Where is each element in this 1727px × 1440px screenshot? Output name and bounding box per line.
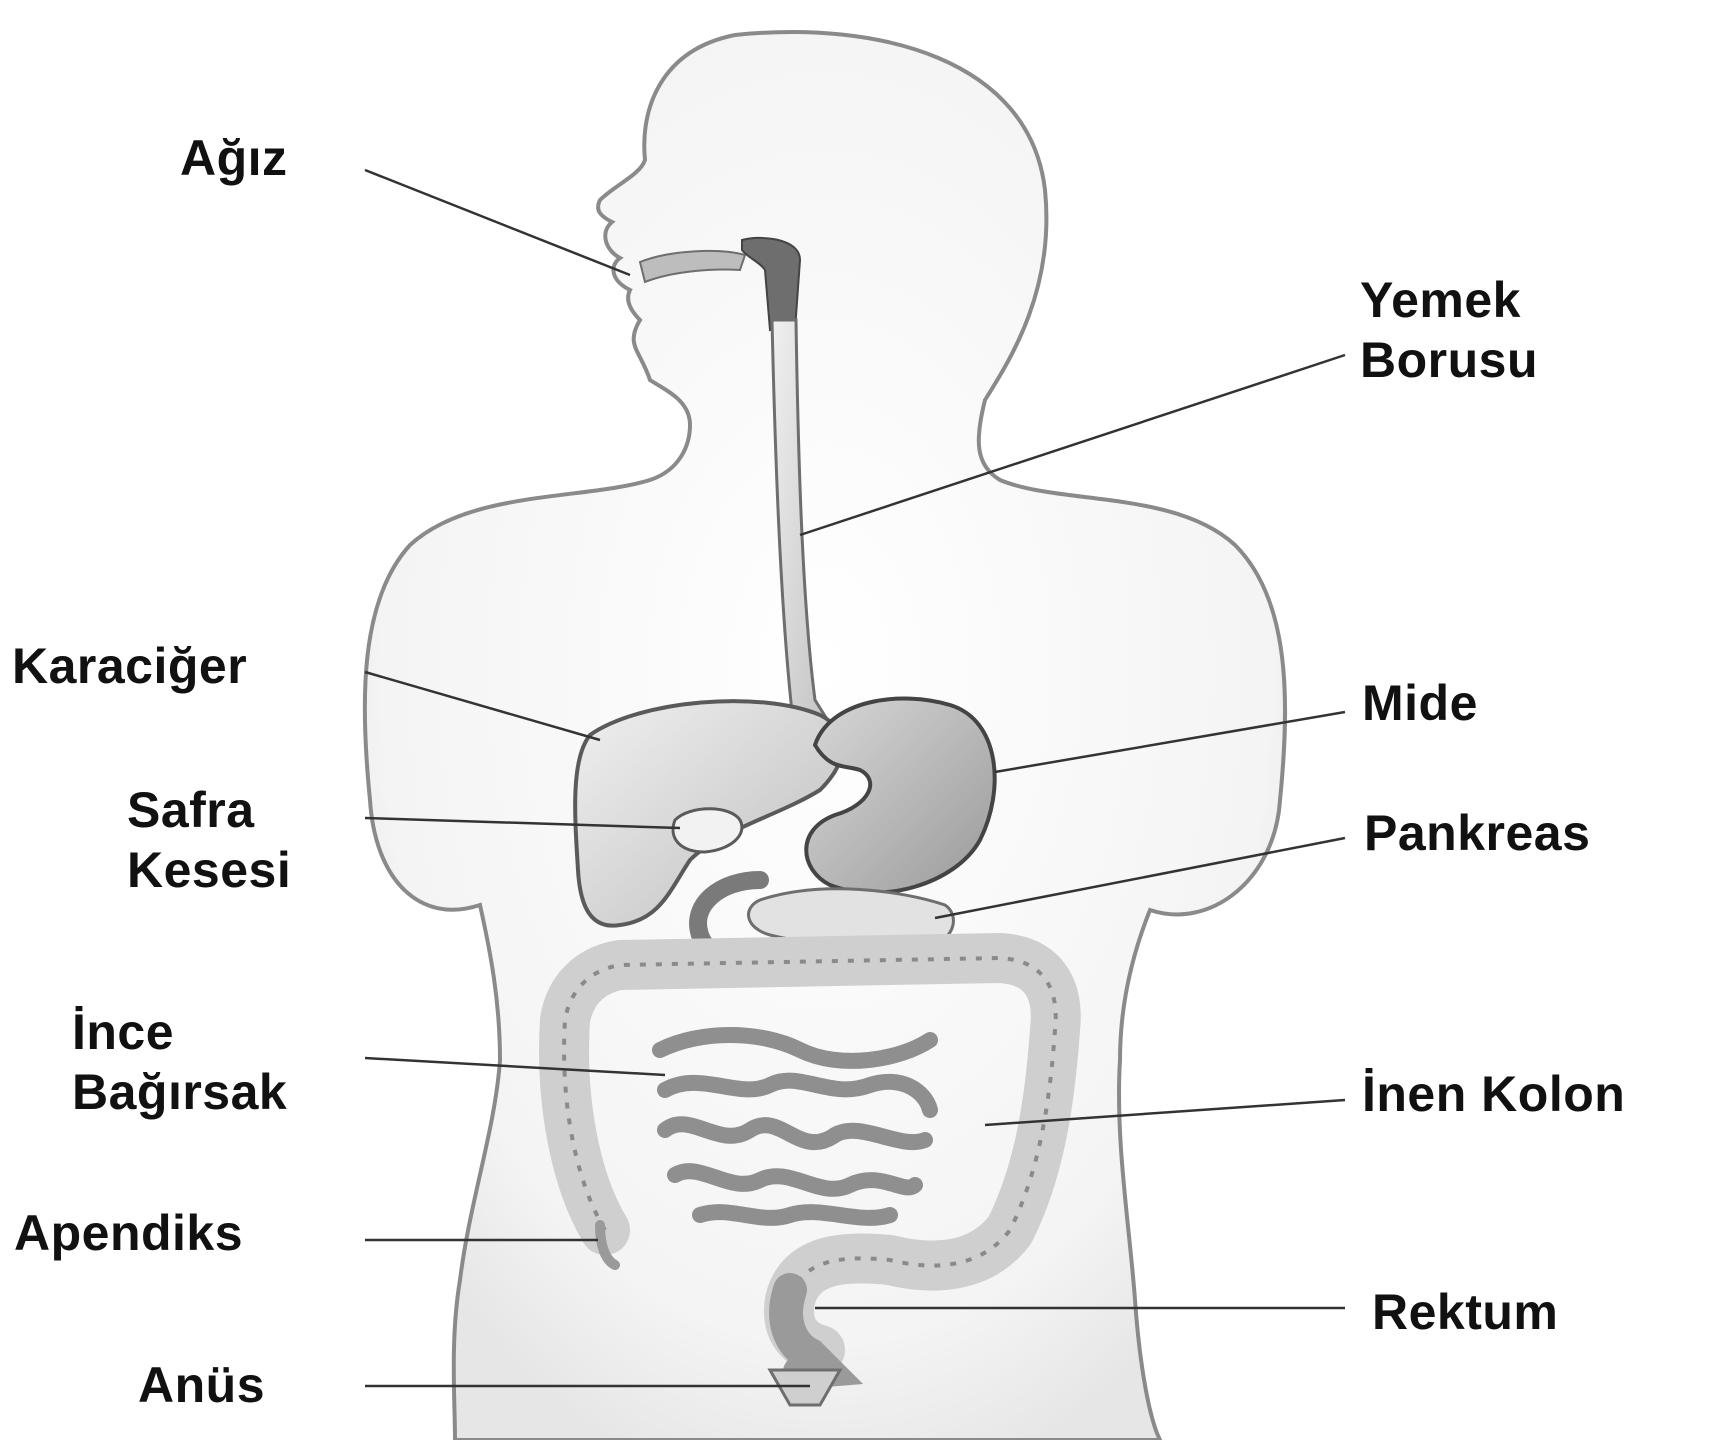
- label-ince-bagirsak: İnce Bağırsak: [72, 1002, 287, 1122]
- label-inen-kolon-text: İnen Kolon: [1362, 1064, 1625, 1124]
- label-yemek-borusu: Yemek Borusu: [1360, 270, 1538, 390]
- label-agiz-text: Ağız: [180, 128, 288, 188]
- label-karaciger-text: Karaciğer: [12, 636, 247, 696]
- label-safra-kesesi: Safra Kesesi: [127, 780, 291, 900]
- label-ince-bagirsak-line2: Bağırsak: [72, 1062, 287, 1122]
- leader-line-agiz: [365, 170, 630, 275]
- label-pankreas: Pankreas: [1364, 803, 1590, 863]
- label-rektum-text: Rektum: [1372, 1282, 1558, 1342]
- label-anus: Anüs: [138, 1355, 265, 1415]
- label-yemek-borusu-line2: Borusu: [1360, 330, 1538, 390]
- label-ince-bagirsak-line1: İnce: [72, 1002, 287, 1062]
- label-karaciger: Karaciğer: [12, 636, 247, 696]
- label-anus-text: Anüs: [138, 1355, 265, 1415]
- label-safra-kesesi-line2: Kesesi: [127, 840, 291, 900]
- label-yemek-borusu-line1: Yemek: [1360, 270, 1538, 330]
- label-apendiks: Apendiks: [14, 1203, 243, 1263]
- label-mide: Mide: [1362, 673, 1478, 733]
- label-apendiks-text: Apendiks: [14, 1203, 243, 1263]
- label-mide-text: Mide: [1362, 673, 1478, 733]
- label-agiz: Ağız: [180, 128, 288, 188]
- label-rektum: Rektum: [1372, 1282, 1558, 1342]
- label-inen-kolon: İnen Kolon: [1362, 1064, 1625, 1124]
- label-pankreas-text: Pankreas: [1364, 803, 1590, 863]
- label-safra-kesesi-line1: Safra: [127, 780, 291, 840]
